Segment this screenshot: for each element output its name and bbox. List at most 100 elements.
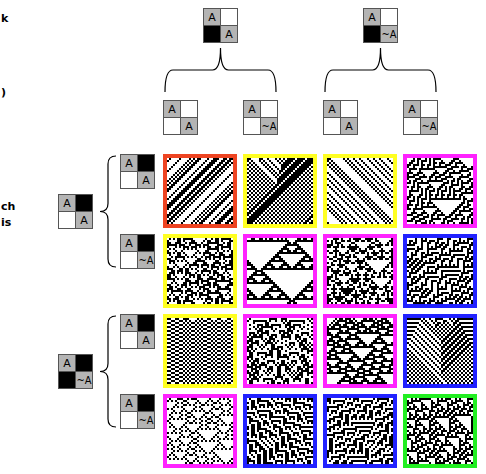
pattern-square	[243, 154, 317, 228]
curly-bracket	[325, 48, 436, 92]
cell-value: A	[345, 121, 353, 132]
pattern-square	[323, 234, 397, 308]
cell-value: A	[225, 29, 233, 40]
caption-fragment: )	[1, 86, 6, 99]
block-cell	[181, 101, 197, 117]
block-cell	[244, 118, 260, 134]
rule-block-icon: A ~A	[120, 234, 155, 269]
cell-value: A	[125, 238, 133, 249]
automaton-pattern	[327, 398, 393, 464]
block-cell	[221, 9, 237, 25]
block-cell: A	[138, 172, 154, 188]
cell-value: A	[248, 104, 256, 115]
automaton-pattern	[327, 158, 393, 224]
cell-value: A	[368, 12, 376, 23]
block-cell	[138, 155, 154, 171]
pattern-square	[403, 234, 477, 308]
pattern-square	[403, 154, 477, 228]
block-cell: ~A	[421, 118, 437, 134]
rule-block-icon: AA	[120, 154, 155, 189]
cell-value: A	[142, 335, 150, 346]
automaton-pattern	[167, 238, 233, 304]
block-cell: ~A	[381, 26, 397, 42]
curly-bracket	[100, 156, 116, 267]
cell-value: A	[168, 104, 176, 115]
automaton-pattern	[247, 238, 313, 304]
block-cell: A	[121, 155, 137, 171]
automaton-pattern	[247, 398, 313, 464]
block-cell: ~A	[76, 372, 92, 388]
automaton-pattern	[407, 238, 473, 304]
cell-value: A	[328, 104, 336, 115]
caption-fragment: k	[1, 12, 8, 25]
cell-value: A	[80, 215, 88, 226]
block-cell	[138, 395, 154, 411]
rule-block-icon: AA	[323, 100, 358, 135]
cell-value: A	[208, 12, 216, 23]
automaton-pattern	[407, 158, 473, 224]
cell-value: ~A	[138, 415, 153, 426]
block-cell: A	[221, 26, 237, 42]
caption-fragment: is	[1, 216, 11, 229]
block-cell: A	[59, 355, 75, 371]
cell-value: A	[125, 318, 133, 329]
rule-block-icon: A ~A	[120, 394, 155, 429]
pattern-square	[243, 314, 317, 388]
pattern-square	[163, 314, 237, 388]
block-cell: ~A	[138, 412, 154, 428]
automaton-pattern	[247, 158, 313, 224]
automaton-pattern	[247, 318, 313, 384]
block-cell: A	[76, 212, 92, 228]
rule-block-icon: A~A	[243, 100, 278, 135]
cell-value: ~A	[138, 255, 153, 266]
block-cell	[138, 235, 154, 251]
block-cell: A	[121, 395, 137, 411]
rule-block-icon: AA	[163, 100, 198, 135]
block-cell	[121, 412, 137, 428]
block-cell	[421, 101, 437, 117]
block-cell	[121, 172, 137, 188]
cell-value: A	[142, 175, 150, 186]
block-cell	[59, 212, 75, 228]
block-cell	[76, 355, 92, 371]
block-cell: ~A	[138, 252, 154, 268]
automaton-pattern	[327, 238, 393, 304]
pattern-square	[403, 394, 477, 468]
block-cell: A	[204, 9, 220, 25]
pattern-square	[243, 394, 317, 468]
pattern-square	[403, 314, 477, 388]
automaton-pattern	[407, 398, 473, 464]
caption-fragment: ch	[1, 200, 15, 213]
automaton-pattern	[327, 318, 393, 384]
curly-bracket	[100, 316, 116, 427]
block-cell: A	[164, 101, 180, 117]
pattern-square	[323, 314, 397, 388]
block-cell: A	[324, 101, 340, 117]
cell-value: A	[125, 398, 133, 409]
block-cell: A	[244, 101, 260, 117]
cell-value: ~A	[76, 375, 91, 386]
block-cell	[381, 9, 397, 25]
pattern-square	[323, 154, 397, 228]
cell-value: A	[63, 358, 71, 369]
block-cell	[404, 118, 420, 134]
block-cell: A	[121, 315, 137, 331]
cell-value: ~A	[421, 121, 436, 132]
pattern-square	[323, 394, 397, 468]
block-cell: A	[341, 118, 357, 134]
rule-block-icon: AA	[58, 194, 93, 229]
block-cell	[261, 101, 277, 117]
automaton-pattern	[167, 318, 233, 384]
block-cell: A	[181, 118, 197, 134]
block-cell	[59, 372, 75, 388]
cell-value: A	[408, 104, 416, 115]
pattern-square	[163, 234, 237, 308]
rule-block-icon: A ~A	[58, 354, 93, 389]
cell-value: A	[185, 121, 193, 132]
rule-block-icon: A ~A	[363, 8, 398, 43]
block-cell	[204, 26, 220, 42]
block-cell: A	[138, 332, 154, 348]
block-cell	[76, 195, 92, 211]
block-cell	[121, 332, 137, 348]
